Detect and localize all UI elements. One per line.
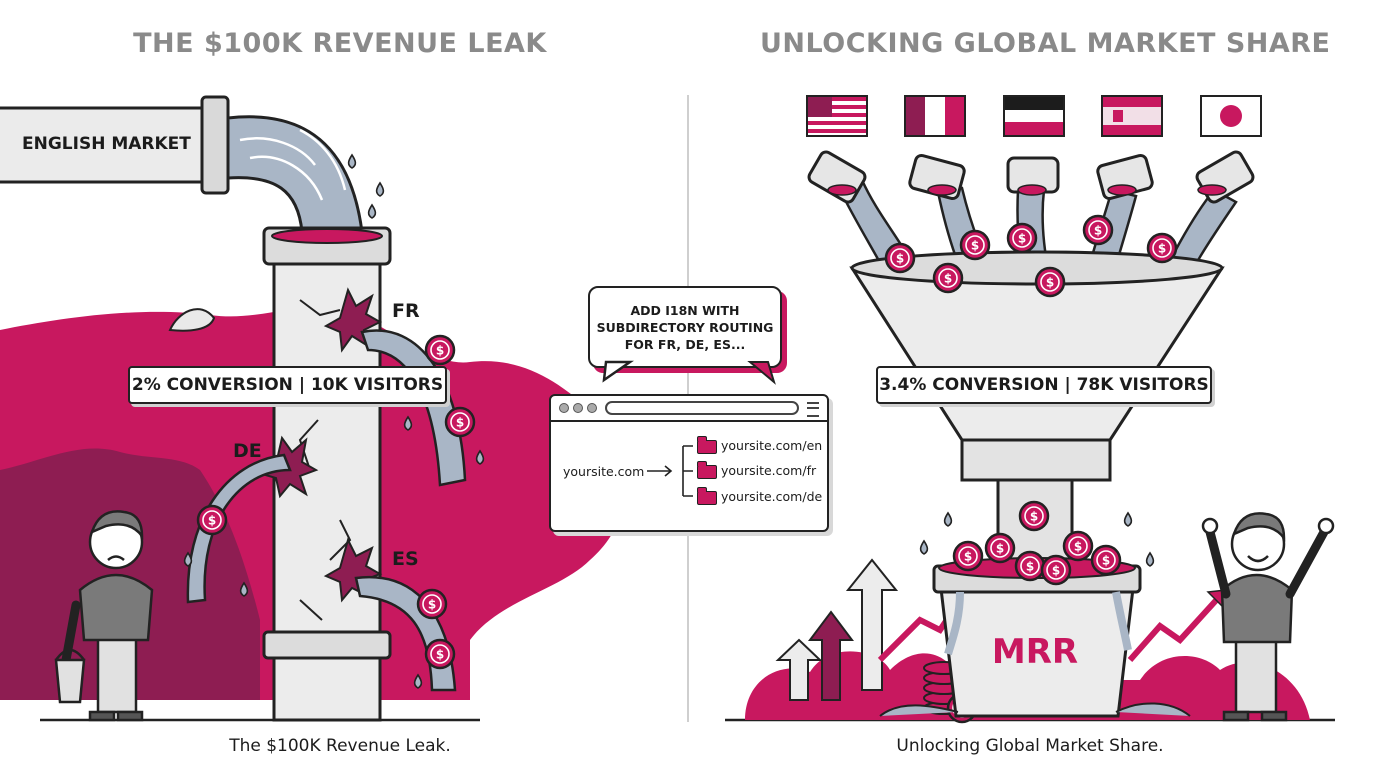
de-flag-icon [1003, 95, 1065, 137]
browser-window: yoursite.com yoursite.com/en yoursite.co… [549, 394, 829, 532]
right-caption: Unlocking Global Market Share. [896, 736, 1164, 756]
browser-toolbar [551, 396, 827, 422]
mrr-label: MRR [991, 632, 1079, 672]
bubble-tail [602, 360, 776, 385]
address-bar[interactable] [605, 401, 799, 415]
route-en[interactable]: yoursite.com/en [721, 438, 823, 453]
leak-label-fr: FR [392, 300, 420, 322]
us-flag-icon [806, 95, 868, 137]
leak-label-es: ES [392, 548, 419, 570]
folder-icon [696, 487, 717, 505]
left-heading: THE $100K REVENUE LEAK [133, 28, 547, 59]
jp-flag-icon [1200, 95, 1262, 137]
fr-flag-icon [904, 95, 966, 137]
routing-arrows [647, 445, 693, 497]
left-caption: The $100K Revenue Leak. [229, 736, 451, 756]
bubble-line: FOR FR, DE, ES... [624, 336, 746, 352]
magenta-wave-dark [0, 448, 260, 700]
english-market-pipe [0, 106, 212, 184]
right-stat-badge: 3.4% CONVERSION | 78K VISITORS [876, 366, 1212, 404]
trend-arrow-icon [1127, 593, 1223, 662]
arrow-up-icon [775, 558, 899, 701]
window-dot-icon [573, 403, 583, 413]
i18n-speech-bubble: ADD I18N WITH SUBDIRECTORY ROUTING FOR F… [588, 286, 782, 368]
left-stat-badge: 2% CONVERSION | 10K VISITORS [128, 366, 447, 404]
route-de[interactable]: yoursite.com/de [721, 489, 823, 504]
window-dot-icon [587, 403, 597, 413]
folder-icon [696, 461, 717, 479]
pipe-label: ENGLISH MARKET [22, 134, 191, 154]
menu-icon[interactable] [807, 402, 819, 417]
leak-label-de: DE [233, 440, 262, 462]
root-domain: yoursite.com [563, 464, 645, 479]
sad-person [54, 510, 154, 722]
happy-person [1201, 512, 1335, 722]
water-stream [226, 115, 364, 234]
bubble-line: SUBDIRECTORY ROUTING [596, 319, 774, 335]
es-flag-icon [1101, 95, 1163, 137]
right-heading: UNLOCKING GLOBAL MARKET SHARE [760, 28, 1331, 59]
bubble-line: ADD I18N WITH [630, 302, 740, 318]
route-fr[interactable]: yoursite.com/fr [721, 463, 817, 478]
folder-icon [696, 436, 717, 454]
window-dot-icon [559, 403, 569, 413]
